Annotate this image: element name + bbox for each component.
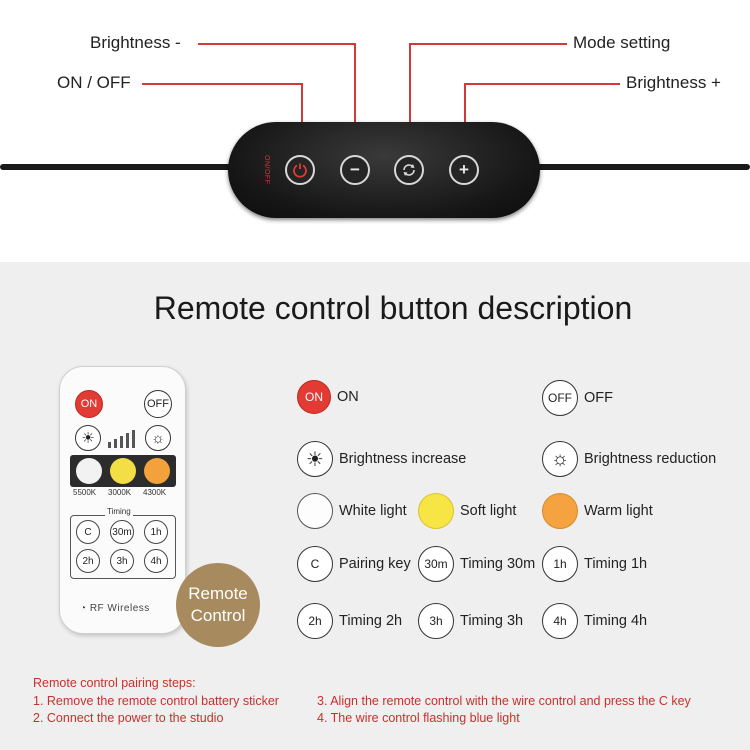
temp-label: 4300K (143, 488, 167, 497)
leader-line (464, 83, 620, 85)
legend-label: ON (337, 389, 359, 405)
brightness-minus-button[interactable]: − (340, 155, 370, 185)
legend-soft-light: Soft light (418, 493, 516, 529)
legend-timing-30m: 30m Timing 30m (418, 546, 535, 582)
pairing-step-1: 1. Remove the remote control battery sti… (33, 694, 279, 708)
timing-30m-icon: 30m (418, 546, 454, 582)
legend-timing-2h: 2h Timing 2h (297, 603, 402, 639)
mode-button[interactable] (394, 155, 424, 185)
brightness-plus-button[interactable]: + (449, 155, 479, 185)
remote-4h-button[interactable]: 4h (144, 549, 168, 573)
minus-icon: − (350, 160, 360, 179)
brightness-minus-label: Brightness - (90, 33, 181, 52)
inline-switch-body (228, 122, 540, 218)
remote-control-badge: Remote Control (176, 563, 260, 647)
remote-3h-button[interactable]: 3h (110, 549, 134, 573)
sun-outline-icon: ☼ (151, 429, 165, 447)
cable-left (0, 164, 236, 170)
on-icon: ON (297, 380, 331, 414)
remote-description-section: Remote control button description ON OFF… (0, 262, 750, 750)
legend-brightness-increase: ☀ Brightness increase (297, 441, 466, 477)
rf-wireless-label: ◔ RF Wireless (80, 603, 150, 614)
pairing-heading: Remote control pairing steps: (33, 676, 196, 690)
sun-bold-icon: ☀ (297, 441, 333, 477)
remote-2h-button[interactable]: 2h (76, 549, 100, 573)
cycle-icon (403, 164, 415, 176)
inline-switch-section: Brightness - ON / OFF Mode setting Brigh… (0, 0, 750, 262)
leader-line (464, 83, 466, 143)
pairing-step-4: 4. The wire control flashing blue light (317, 711, 520, 725)
timing-2h-icon: 2h (297, 603, 333, 639)
remote-1h-button[interactable]: 1h (144, 520, 168, 544)
leader-line (198, 43, 354, 45)
remote-soft-button[interactable] (110, 458, 136, 484)
off-icon: OFF (542, 380, 578, 416)
legend-label: Brightness reduction (584, 451, 717, 467)
timing-4h-icon: 4h (542, 603, 578, 639)
pairing-step-3: 3. Align the remote control with the wir… (317, 694, 691, 708)
legend-timing-4h: 4h Timing 4h (542, 603, 647, 639)
leader-line (142, 83, 302, 85)
mode-setting-label: Mode setting (573, 33, 671, 52)
section-title: Remote control button description (153, 290, 633, 326)
legend-timing-1h: 1h Timing 1h (542, 546, 647, 582)
legend-timing-3h: 3h Timing 3h (418, 603, 523, 639)
remote-off-button[interactable]: OFF (144, 390, 172, 418)
sun-bold-icon: ☀ (81, 430, 95, 447)
legend-brightness-reduction: ☼ Brightness reduction (542, 441, 716, 477)
remote-on-button[interactable]: ON (75, 390, 103, 418)
white-light-dot (297, 493, 333, 529)
legend-label: Timing 1h (584, 556, 648, 572)
power-button[interactable] (285, 155, 315, 185)
plus-icon: + (459, 160, 469, 179)
legend-label: Timing 2h (339, 613, 403, 629)
badge-line: Control (190, 606, 246, 625)
badge-line: Remote (188, 584, 248, 603)
wireless-icon: ◔ (80, 603, 90, 614)
legend-label: Soft light (460, 503, 517, 519)
legend-label: Timing 3h (460, 613, 524, 629)
color-buttons-strip (70, 455, 176, 487)
sun-outline-icon: ☼ (542, 441, 578, 477)
soft-light-dot (418, 493, 454, 529)
brightness-plus-label: Brightness + (626, 73, 721, 92)
remote-brightness-down-button[interactable]: ☼ (145, 425, 171, 451)
remote-warm-button[interactable] (144, 458, 170, 484)
temp-label: 3000K (108, 488, 132, 497)
leader-line (409, 43, 567, 45)
remote-brightness-up-button[interactable]: ☀ (75, 425, 101, 451)
c-key-icon: C (297, 546, 333, 582)
legend-label: Timing 30m (460, 556, 536, 572)
legend-off: OFF OFF (542, 380, 613, 416)
pairing-step-2: 2. Connect the power to the studio (33, 711, 224, 725)
leader-line (301, 83, 303, 143)
cable-right (532, 164, 750, 170)
remote-30m-button[interactable]: 30m (110, 520, 134, 544)
temp-label: 5500K (73, 488, 97, 497)
timing-3h-icon: 3h (418, 603, 454, 639)
remote-control: ON OFF ☀ ☼ 5500K 3000K 4300K Timing C 30… (59, 366, 186, 634)
brightness-level-icon (108, 430, 140, 448)
remote-white-button[interactable] (76, 458, 102, 484)
legend-label: OFF (584, 390, 613, 406)
remote-c-button[interactable]: C (76, 520, 100, 544)
legend-on: ON ON (297, 380, 359, 414)
legend-white-light: White light (297, 493, 407, 529)
legend-label: Warm light (584, 503, 653, 519)
power-icon (293, 163, 307, 178)
timing-1h-icon: 1h (542, 546, 578, 582)
legend-label: Timing 4h (584, 613, 648, 629)
warm-light-dot (542, 493, 578, 529)
legend-warm-light: Warm light (542, 493, 653, 529)
legend-pairing-key: C Pairing key (297, 546, 411, 582)
legend-label: Pairing key (339, 556, 411, 572)
legend-label: Brightness increase (339, 451, 467, 467)
timing-label: Timing (105, 507, 133, 516)
onoff-printed-text: ON/OFF (263, 155, 270, 185)
leader-line (409, 43, 411, 143)
legend-label: White light (339, 503, 407, 519)
on-off-label: ON / OFF (57, 73, 131, 92)
leader-line (354, 43, 356, 143)
